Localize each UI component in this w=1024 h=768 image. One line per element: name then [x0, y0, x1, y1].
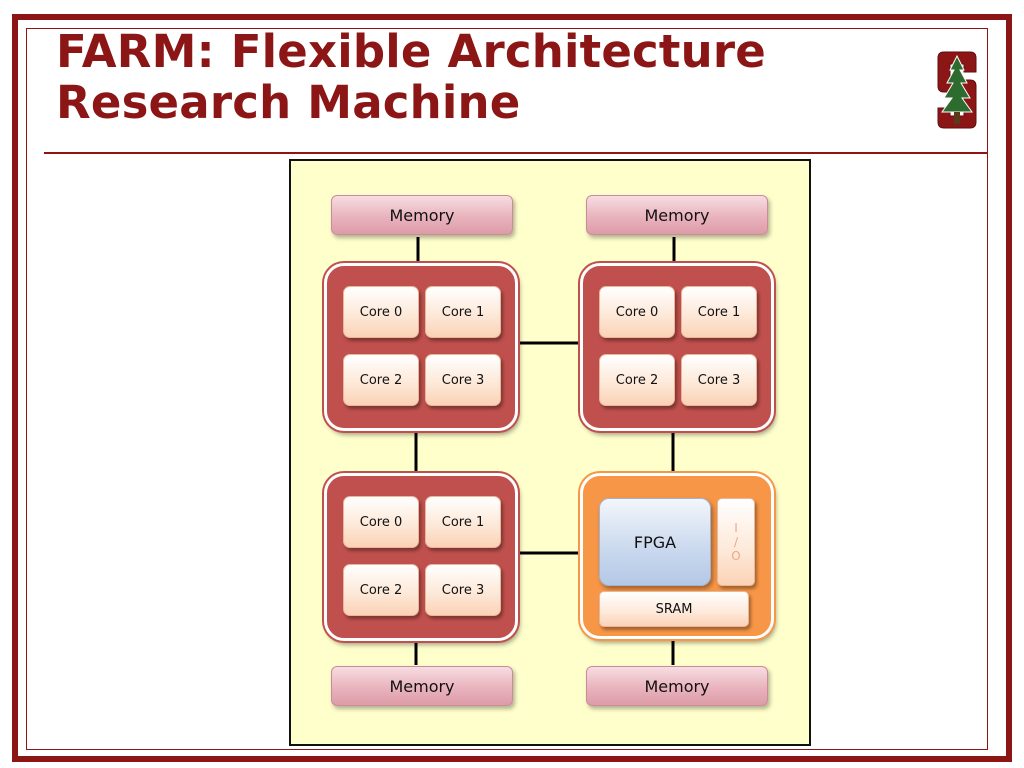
core-box: Core 2: [599, 354, 675, 406]
core-box: Core 0: [343, 496, 419, 548]
sram-block: SRAM: [599, 591, 749, 627]
fpga-cluster: FPGA I / O SRAM: [580, 473, 774, 639]
stanford-tree-logo-icon: [937, 51, 977, 129]
slide-inner-border: [26, 28, 988, 750]
core-box: Core 3: [681, 354, 757, 406]
memory-top-left: Memory: [331, 195, 513, 235]
core-box: Core 1: [681, 286, 757, 338]
core-box: Core 2: [343, 564, 419, 616]
core-box: Core 3: [425, 564, 501, 616]
core-box: Core 0: [599, 286, 675, 338]
core-cluster-bottom-left: Core 0 Core 1 Core 2 Core 3: [324, 473, 518, 641]
farm-diagram-panel: Memory Memory Core 0 Core 1 Core 2 Core …: [289, 159, 811, 746]
core-cluster-top-left: Core 0 Core 1 Core 2 Core 3: [324, 263, 518, 431]
slide-title-line-1: FARM: Flexible Architecture: [56, 25, 766, 78]
memory-bottom-right: Memory: [586, 666, 768, 706]
core-box: Core 1: [425, 496, 501, 548]
memory-bottom-left: Memory: [331, 666, 513, 706]
slide-title-line-2: Research Machine: [56, 76, 521, 129]
core-box: Core 3: [425, 354, 501, 406]
core-box: Core 0: [343, 286, 419, 338]
core-cluster-top-right: Core 0 Core 1 Core 2 Core 3: [580, 263, 774, 431]
slide-title: FARM: Flexible Architecture Research Mac…: [56, 26, 896, 128]
core-box: Core 2: [343, 354, 419, 406]
memory-top-right: Memory: [586, 195, 768, 235]
fpga-block: FPGA: [599, 498, 711, 586]
interconnect-lines: [414, 237, 676, 665]
title-divider: [44, 152, 988, 154]
core-box: Core 1: [425, 286, 501, 338]
io-block: I / O: [717, 498, 755, 586]
